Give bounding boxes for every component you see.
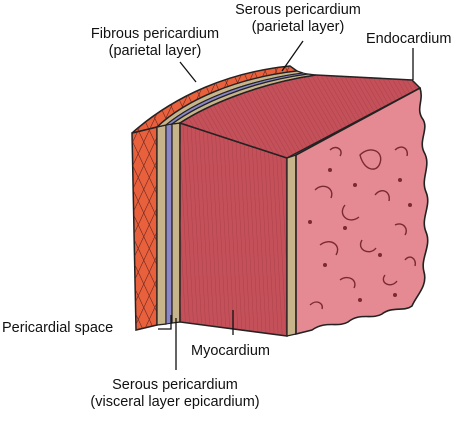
myocardium-layer [178, 74, 422, 337]
leader-serous-parietal [281, 40, 304, 72]
label-endocardium: Endocardium [366, 31, 452, 47]
label-serous-parietal: Serous pericardium (parietal layer) [218, 2, 378, 36]
leader-pericardial-space [158, 315, 172, 330]
label-serous-parietal-line2: (parietal layer) [251, 19, 345, 35]
label-serous-parietal-line1: Serous pericardium [235, 2, 361, 18]
label-fibrous-line1: Fibrous pericardium [90, 26, 220, 42]
label-pericardial-space: Pericardial space [2, 320, 114, 336]
inner-tissue-face [295, 86, 429, 336]
leader-lines [158, 40, 414, 370]
label-fibrous-pericardium: Fibrous pericardium (parietal layer) [70, 26, 240, 60]
label-serous-visceral-line2: (visceral layer epicardium) [90, 394, 260, 410]
endocardium-layer [286, 154, 297, 337]
leader-fibrous [179, 61, 197, 83]
label-myocardium: Myocardium [191, 343, 270, 359]
label-serous-visceral-line1: Serous pericardium [112, 377, 238, 393]
label-fibrous-line2: (parietal layer) [108, 43, 202, 59]
label-serous-visceral: Serous pericardium (visceral layer epica… [80, 377, 270, 411]
